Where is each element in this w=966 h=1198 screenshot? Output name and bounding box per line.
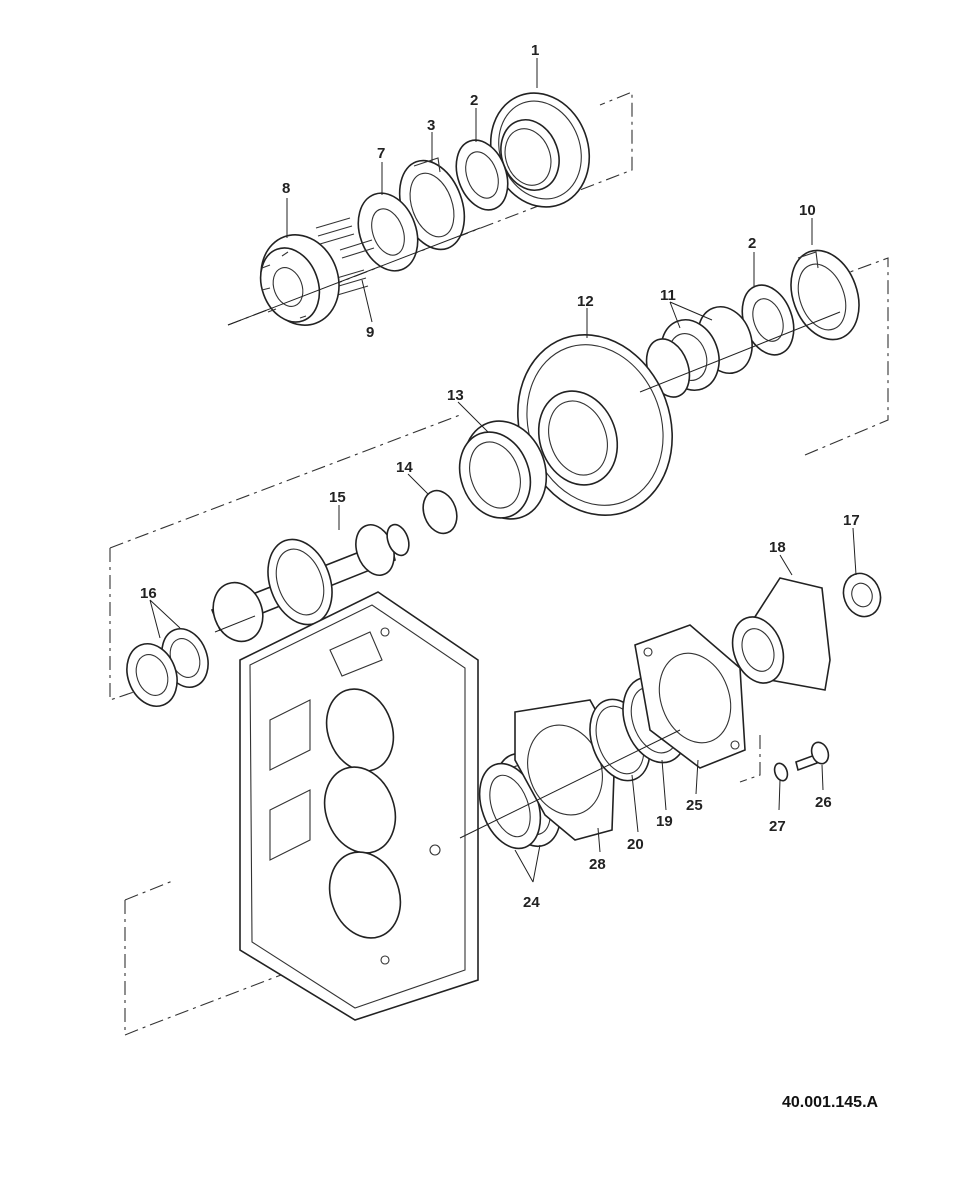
part-14-snap-ring [422, 489, 458, 535]
part-2-washer-top [455, 139, 509, 211]
callout-8: 8 [282, 180, 290, 197]
callout-16: 16 [140, 585, 157, 602]
callout-15: 15 [329, 489, 346, 506]
callout-2b: 2 [748, 235, 756, 252]
figure-id: 40.001.145.A [782, 1094, 879, 1111]
callout-2a: 2 [470, 92, 478, 109]
callout-labels: 1 2 3 7 8 9 10 2 11 12 13 14 15 16 17 18… [140, 42, 860, 911]
part-7-washer [357, 192, 419, 272]
callout-20: 20 [627, 836, 644, 853]
callout-9: 9 [366, 324, 374, 341]
callout-13: 13 [447, 387, 464, 404]
callout-3: 3 [427, 117, 435, 134]
part-27-lock-washer [773, 762, 789, 782]
part-10-bearing-cup [790, 249, 860, 341]
callout-28: 28 [589, 856, 606, 873]
axis-lines [214, 227, 841, 839]
part-12-helical-gear [517, 334, 673, 516]
callout-12: 12 [577, 293, 594, 310]
callout-10: 10 [799, 202, 816, 219]
callout-26: 26 [815, 794, 832, 811]
part-25-cover-plate [634, 624, 746, 769]
callout-19: 19 [656, 813, 673, 830]
part-18-flange-yoke [731, 577, 831, 691]
part-16-bearings [126, 628, 209, 707]
part-1-gear [489, 92, 591, 208]
callout-7: 7 [377, 145, 385, 162]
callout-24: 24 [523, 894, 540, 911]
part-26-bolt [795, 741, 830, 772]
callout-17: 17 [843, 512, 860, 529]
part-9-springs [315, 217, 375, 297]
part-15-shaft [210, 523, 410, 643]
callout-11: 11 [660, 287, 676, 304]
gearbox-housing [239, 591, 479, 1021]
callout-14: 14 [396, 459, 413, 476]
callout-1: 1 [531, 42, 539, 59]
callout-18: 18 [769, 539, 786, 556]
part-13-sleeve [458, 420, 548, 520]
part-8-splined-hub [259, 234, 340, 326]
leader-lines [149, 58, 857, 883]
part-17-nut [842, 572, 882, 618]
callout-27: 27 [769, 818, 786, 835]
callout-25: 25 [686, 797, 703, 814]
assembly-frame-lines [109, 91, 889, 1036]
